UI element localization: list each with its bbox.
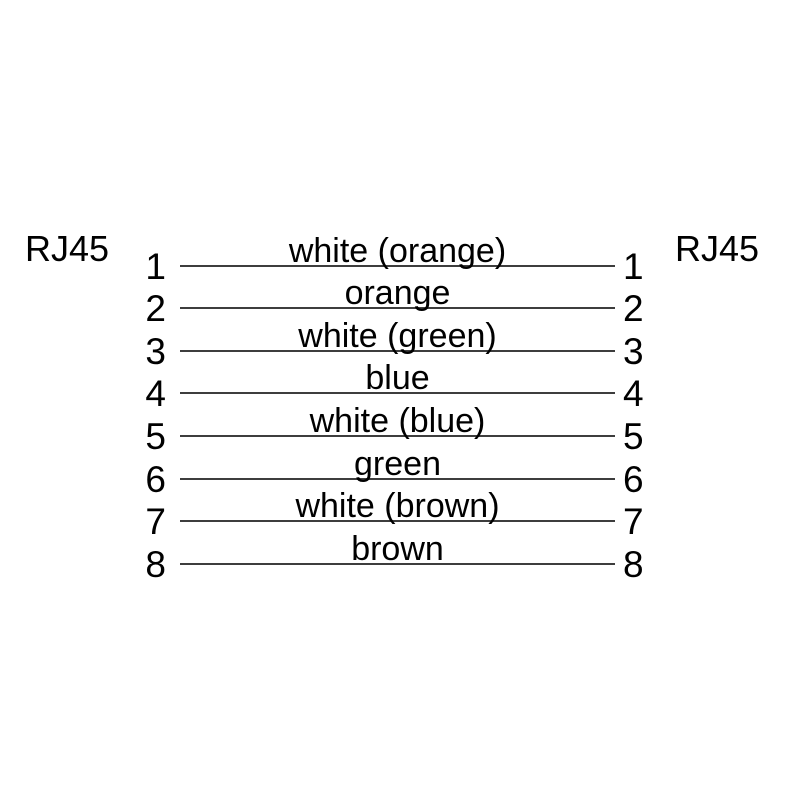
wire-line [180, 520, 615, 523]
right-pin-number: 2 [623, 288, 644, 330]
wire-color-label: green [354, 444, 441, 483]
left-connector-label: RJ45 [25, 228, 110, 269]
wire-color-label: white (green) [298, 316, 497, 355]
right-connector-label: RJ45 [675, 228, 760, 269]
right-pin-number: 1 [623, 245, 644, 287]
left-pin-number: 7 [145, 501, 166, 543]
right-pin-number: 3 [623, 330, 644, 372]
wire-line [180, 477, 615, 480]
left-pin-number: 1 [145, 245, 166, 287]
wire-color-label: blue [365, 359, 430, 398]
right-pin-number: 6 [623, 458, 644, 500]
wire-color-label: white (brown) [295, 487, 500, 526]
right-pin-number: 5 [623, 415, 644, 457]
left-pin-number: 8 [145, 543, 166, 585]
wire-color-label: white (orange) [288, 231, 507, 270]
wire-line [180, 434, 615, 437]
right-pin-number: 7 [623, 501, 644, 543]
right-pin-number: 8 [623, 543, 644, 585]
wire-line [180, 349, 615, 352]
wire-line [180, 562, 615, 565]
left-pin-number: 5 [145, 415, 166, 457]
wire-line [180, 307, 615, 310]
wire-color-label: brown [351, 529, 444, 568]
wire-line [180, 264, 615, 267]
left-pin-number: 4 [145, 373, 166, 415]
right-pin-number: 4 [623, 373, 644, 415]
wire-color-label: orange [344, 274, 451, 313]
left-pin-number: 6 [145, 458, 166, 500]
left-pin-number: 3 [145, 330, 166, 372]
wire-color-label: white (blue) [309, 401, 486, 440]
left-pin-number: 2 [145, 288, 166, 330]
wire-line [180, 392, 615, 395]
